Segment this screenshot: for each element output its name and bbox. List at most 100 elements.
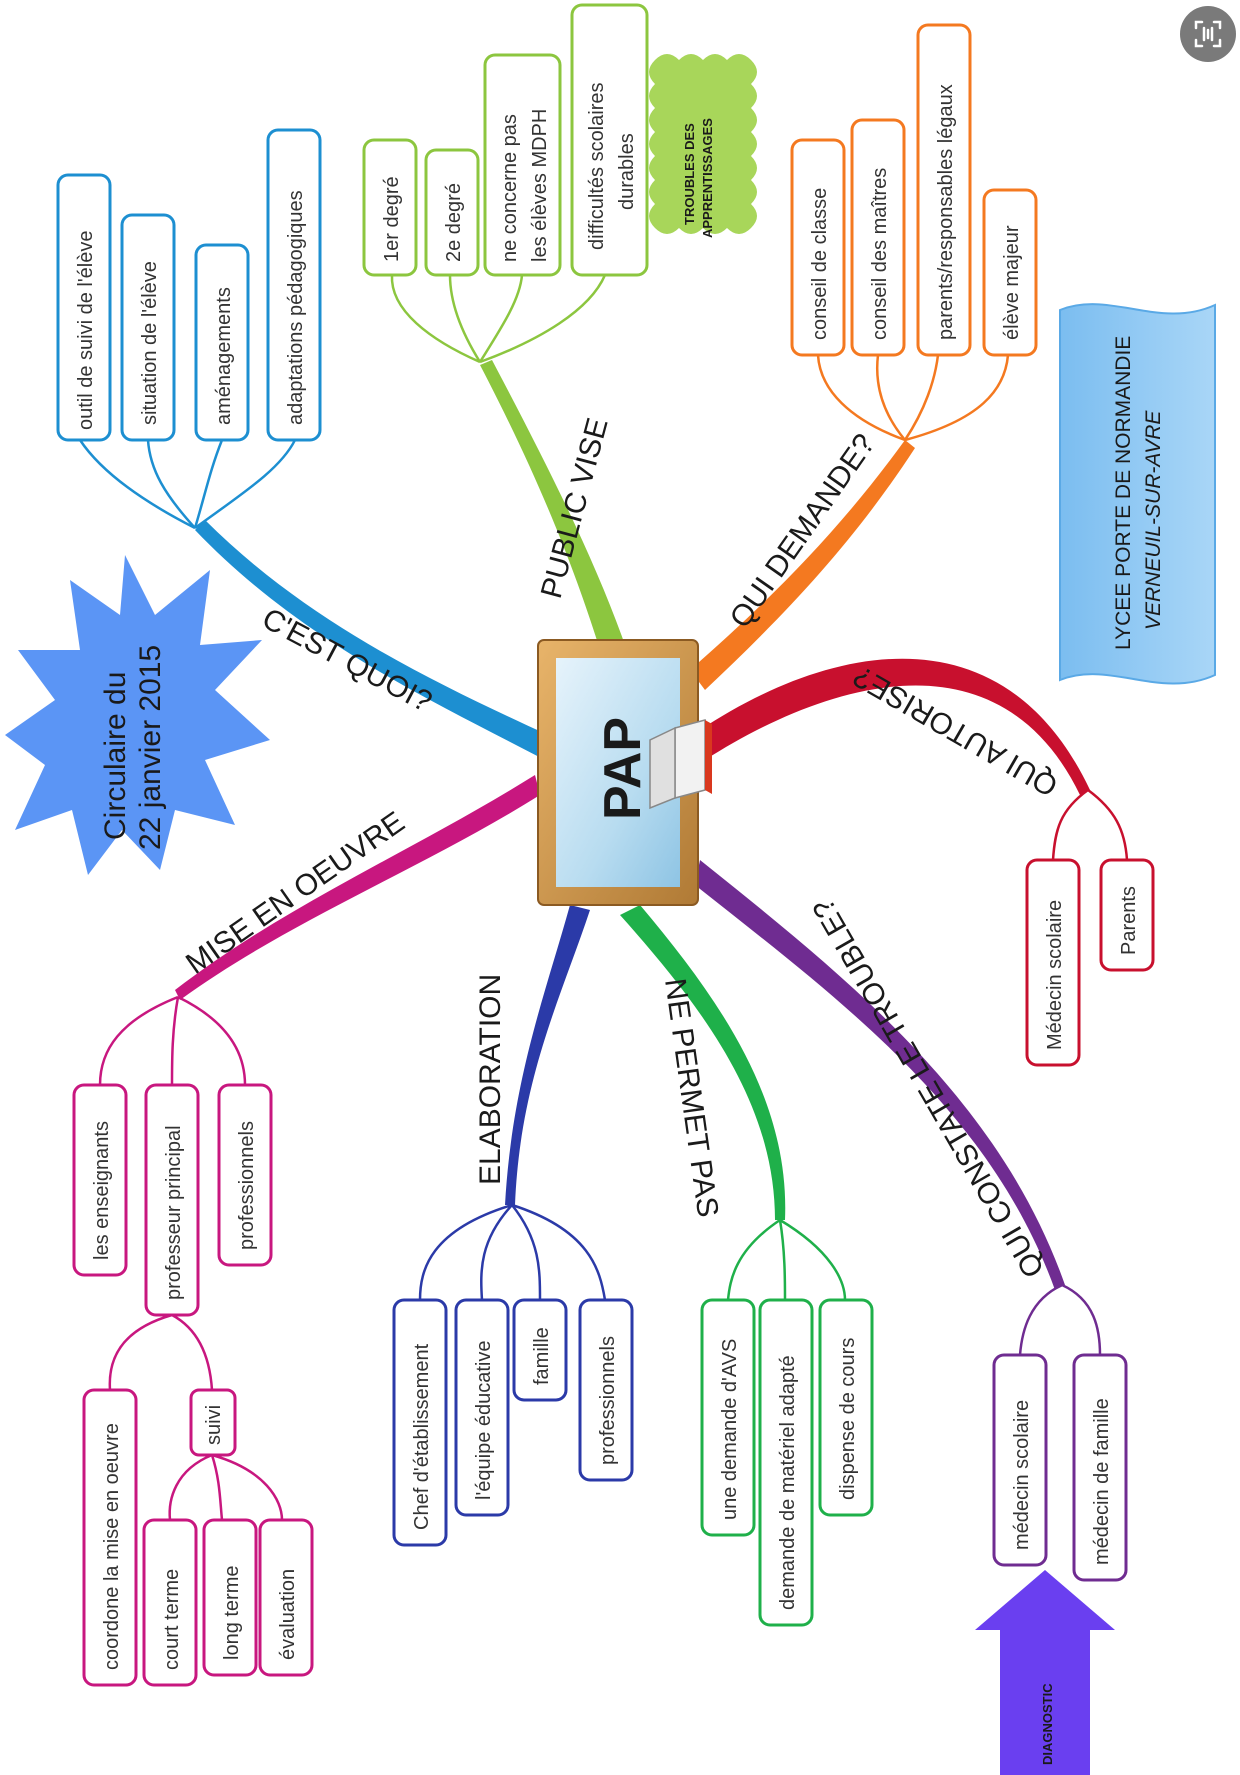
diagnostic-arrow: DIAGNOSTIC — [975, 1570, 1115, 1775]
center-title: PAP — [594, 717, 652, 820]
svg-text:les élèves MDPH: les élèves MDPH — [529, 109, 551, 262]
node-qui-autorise-2[interactable]: Parents — [1099, 858, 1155, 972]
svg-text:médecin scolaire: médecin scolaire — [1011, 1400, 1033, 1550]
branch-qui-demande — [690, 440, 915, 690]
group-elaboration — [418, 1203, 607, 1301]
svg-text:Chef d'établissement: Chef d'établissement — [411, 1343, 433, 1530]
node-elaboration-3[interactable]: famille — [512, 1298, 568, 1402]
svg-text:LYCEE PORTE DE NORMANDIE: LYCEE PORTE DE NORMANDIE — [1112, 336, 1135, 650]
svg-text:dispense de cours: dispense de cours — [837, 1338, 859, 1500]
label-mise-en-oeuvre: MISE EN OEUVRE — [180, 805, 411, 980]
node-mise-en-oeuvre-4[interactable]: coordone la mise en oeuvre — [82, 1388, 138, 1687]
node-cest-quoi-1[interactable]: outil de suivi de l'élève — [56, 173, 112, 442]
svg-text:adaptations pédagogiques: adaptations pédagogiques — [285, 190, 307, 425]
troubles-badge: TROUBLES DES APPRENTISSAGES — [649, 54, 757, 238]
group-public-vise — [390, 274, 607, 364]
branch-mise-en-oeuvre — [175, 775, 540, 1000]
svg-text:long terme: long terme — [221, 1566, 243, 1661]
main-branches — [175, 360, 1090, 1290]
node-qui-demande-2[interactable]: conseil des maîtres — [850, 118, 906, 357]
node-mise-en-oeuvre-6[interactable]: long terme — [202, 1518, 258, 1677]
svg-text:Circulaire du: Circulaire du — [99, 672, 132, 840]
svg-text:22 janvier 2015: 22 janvier 2015 — [134, 645, 167, 850]
branch-qui-constate — [695, 860, 1065, 1290]
svg-text:médecin de famille: médecin de famille — [1091, 1398, 1113, 1565]
svg-text:difficultés scolaires: difficultés scolaires — [586, 83, 608, 250]
svg-text:professeur principal: professeur principal — [163, 1125, 185, 1300]
branch-public-vise — [480, 360, 625, 650]
label-qui-constate: QUI CONSTATE LE TROUBLE? — [807, 893, 1051, 1283]
svg-text:ne concerne pas: ne concerne pas — [499, 114, 521, 262]
node-public-vise-4[interactable]: difficultés scolaires durables — [570, 3, 649, 277]
node-mise-en-oeuvre-2[interactable]: professeur principal — [144, 1083, 200, 1317]
group-ne-permet-pas — [726, 1218, 847, 1301]
svg-text:suivi: suivi — [203, 1405, 225, 1445]
node-public-vise-3[interactable]: ne concerne pas les élèves MDPH — [483, 53, 562, 277]
node-qui-constate-2[interactable]: médecin de famille — [1072, 1353, 1128, 1582]
svg-text:2e degré: 2e degré — [443, 183, 465, 262]
node-elaboration-2[interactable]: l'équipe éducative — [454, 1298, 510, 1517]
circulaire-star: Circulaire du 22 janvier 2015 — [5, 555, 270, 875]
branch-qui-autorise — [700, 658, 1090, 795]
lycee-banner: LYCEE PORTE DE NORMANDIE VERNEUIL-SUR-AV… — [1059, 303, 1216, 685]
svg-text:1er degré: 1er degré — [381, 176, 403, 262]
svg-text:DIAGNOSTIC: DIAGNOSTIC — [1040, 1683, 1055, 1765]
node-mise-en-oeuvre-1[interactable]: les enseignants — [72, 1083, 128, 1277]
svg-text:APPRENTISSAGES: APPRENTISSAGES — [700, 118, 715, 238]
svg-text:outil de suivi de l'élève: outil de suivi de l'élève — [75, 231, 97, 431]
svg-text:parents/responsables légaux: parents/responsables légaux — [935, 84, 957, 340]
node-mise-en-oeuvre-5[interactable]: court terme — [142, 1518, 198, 1687]
node-cest-quoi-4[interactable]: adaptations pédagogiques — [266, 128, 322, 442]
group-qui-autorise — [1051, 788, 1129, 861]
group-qui-demande — [816, 354, 1010, 442]
node-qui-autorise-1[interactable]: Médecin scolaire — [1025, 858, 1081, 1067]
book-icon — [649, 719, 712, 810]
node-qui-demande-4[interactable]: élève majeur — [982, 188, 1038, 357]
svg-text:aménagements: aménagements — [213, 287, 235, 425]
node-public-vise-2[interactable]: 2e degré — [424, 148, 480, 277]
svg-text:une demande d'AVS: une demande d'AVS — [719, 1339, 741, 1520]
group-mise-en-oeuvre — [98, 995, 284, 1521]
svg-text:VERNEUIL-SUR-AVRE: VERNEUIL-SUR-AVRE — [1142, 410, 1165, 630]
node-cest-quoi-3[interactable]: aménagements — [194, 243, 250, 442]
svg-text:court terme: court terme — [161, 1569, 183, 1670]
svg-text:les enseignants: les enseignants — [91, 1121, 113, 1260]
group-cest-quoi — [78, 439, 297, 530]
scan-text-icon[interactable] — [1180, 6, 1236, 62]
node-ne-permet-pas-1[interactable]: une demande d'AVS — [700, 1298, 756, 1537]
label-elaboration: ELABORATION — [474, 974, 507, 1185]
node-cest-quoi-2[interactable]: situation de l'élève — [120, 213, 176, 442]
node-qui-demande-1[interactable]: conseil de classe — [790, 138, 846, 357]
node-qui-constate-1[interactable]: médecin scolaire — [992, 1353, 1048, 1567]
svg-text:professionnels: professionnels — [597, 1336, 619, 1465]
center-pap-board: PAP — [537, 639, 712, 906]
svg-text:Médecin scolaire: Médecin scolaire — [1044, 900, 1066, 1050]
node-ne-permet-pas-2[interactable]: demande de matériel adapté — [758, 1298, 814, 1627]
node-qui-demande-3[interactable]: parents/responsables légaux — [916, 23, 972, 357]
node-elaboration-1[interactable]: Chef d'établissement — [392, 1298, 448, 1547]
branch-cest-quoi — [195, 520, 548, 760]
svg-text:élève majeur: élève majeur — [1001, 225, 1023, 340]
svg-text:coordone la mise en oeuvre: coordone la mise en oeuvre — [101, 1423, 123, 1670]
label-qui-demande: QUI DEMANDE? — [724, 428, 882, 634]
node-mise-en-oeuvre-7[interactable]: évaluation — [258, 1518, 314, 1677]
node-public-vise-1[interactable]: 1er degré — [362, 138, 418, 277]
svg-text:évaluation: évaluation — [277, 1569, 299, 1660]
svg-text:l'équipe éducative: l'équipe éducative — [473, 1341, 495, 1501]
svg-text:TROUBLES DES: TROUBLES DES — [682, 123, 697, 225]
svg-text:conseil des maîtres: conseil des maîtres — [869, 168, 891, 340]
svg-text:professionnels: professionnels — [236, 1121, 258, 1250]
svg-text:demande de matériel adapté: demande de matériel adapté — [777, 1355, 799, 1610]
svg-text:famille: famille — [531, 1327, 553, 1385]
branch-elaboration — [505, 905, 590, 1205]
node-ne-permet-pas-3[interactable]: dispense de cours — [818, 1298, 874, 1517]
svg-text:situation de l'élève: situation de l'élève — [139, 261, 161, 425]
group-qui-constate — [1018, 1283, 1102, 1356]
svg-text:conseil de classe: conseil de classe — [809, 188, 831, 340]
svg-text:Parents: Parents — [1118, 886, 1140, 955]
node-mise-en-oeuvre-suivi[interactable]: suivi — [189, 1388, 237, 1457]
node-elaboration-4[interactable]: professionnels — [578, 1298, 634, 1482]
node-mise-en-oeuvre-3[interactable]: professionnels — [217, 1083, 273, 1267]
svg-text:durables: durables — [616, 133, 638, 210]
